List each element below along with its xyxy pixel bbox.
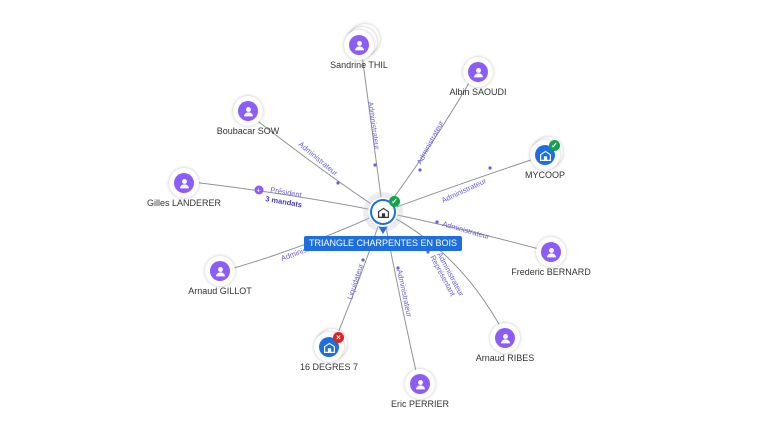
- edge-arrow-arnaud-ribes: [426, 250, 430, 254]
- node-label: Sandrine THIL: [330, 60, 388, 70]
- edge-arnaud-gillot: [219, 211, 384, 273]
- person-icon: [174, 173, 194, 193]
- edge-plus-sign-gilles: +: [257, 188, 261, 195]
- node-label: 16 DEGRES 7: [299, 362, 359, 372]
- person-icon: [495, 328, 515, 348]
- edge-label-boubacar: Administrateur: [297, 140, 340, 178]
- edge-arrow-degres: [361, 258, 365, 262]
- node-label: Arnaud GILLOT: [188, 286, 252, 296]
- edge-arnaud-ribes: [382, 211, 506, 336]
- edge-gilles: [191, 181, 384, 213]
- node-label: Eric PERRIER: [390, 399, 449, 409]
- edge-arrow-sandrine: [373, 163, 377, 167]
- node-label: MYCOOP: [524, 170, 565, 180]
- person-icon: [349, 35, 369, 55]
- edge-label-albin: Administrateur: [415, 119, 446, 166]
- edge-arrow-albin: [418, 168, 422, 172]
- person-icon: [468, 62, 488, 82]
- edge-label-sandrine: Administrateur: [366, 101, 382, 151]
- node-label: Albin SAOUDI: [449, 87, 507, 97]
- edge-label-degres: Liquidateur: [345, 262, 365, 301]
- person-icon: [410, 374, 430, 394]
- node-label: Boubacar SOW: [216, 126, 280, 136]
- edge-arrow-frederic: [435, 220, 439, 224]
- edge-mycoop: [382, 154, 547, 213]
- check-icon: ✓: [389, 196, 400, 207]
- node-label: Gilles LANDERER: [146, 198, 222, 208]
- edge-arrow-eric: [396, 266, 400, 270]
- close-icon: ×: [333, 332, 344, 343]
- person-icon: [210, 261, 230, 281]
- building-icon: [319, 337, 339, 357]
- person-icon: [238, 101, 258, 121]
- building-icon: [535, 145, 555, 165]
- node-label: Frederic BERNARD: [511, 267, 591, 277]
- check-icon: ✓: [549, 140, 560, 151]
- center-company-label[interactable]: TRIANGLE CHARPENTES EN BOIS: [304, 236, 462, 251]
- edge-arrow-boubacar: [336, 181, 340, 185]
- building-icon: [372, 201, 394, 223]
- edge-label-mycoop: Administrateur: [440, 176, 488, 205]
- person-icon: [541, 242, 561, 262]
- edge-plus-gilles: [254, 185, 264, 195]
- edge-frederic: [382, 211, 551, 253]
- edge-sandrine: [361, 54, 384, 213]
- edge-arrow-mycoop: [488, 166, 492, 170]
- edge-label-eric: Administrateur: [395, 269, 414, 319]
- edge-boubacar: [249, 114, 384, 213]
- node-label: Arnaud RIBES: [475, 353, 535, 363]
- location-pin-icon: [377, 224, 389, 234]
